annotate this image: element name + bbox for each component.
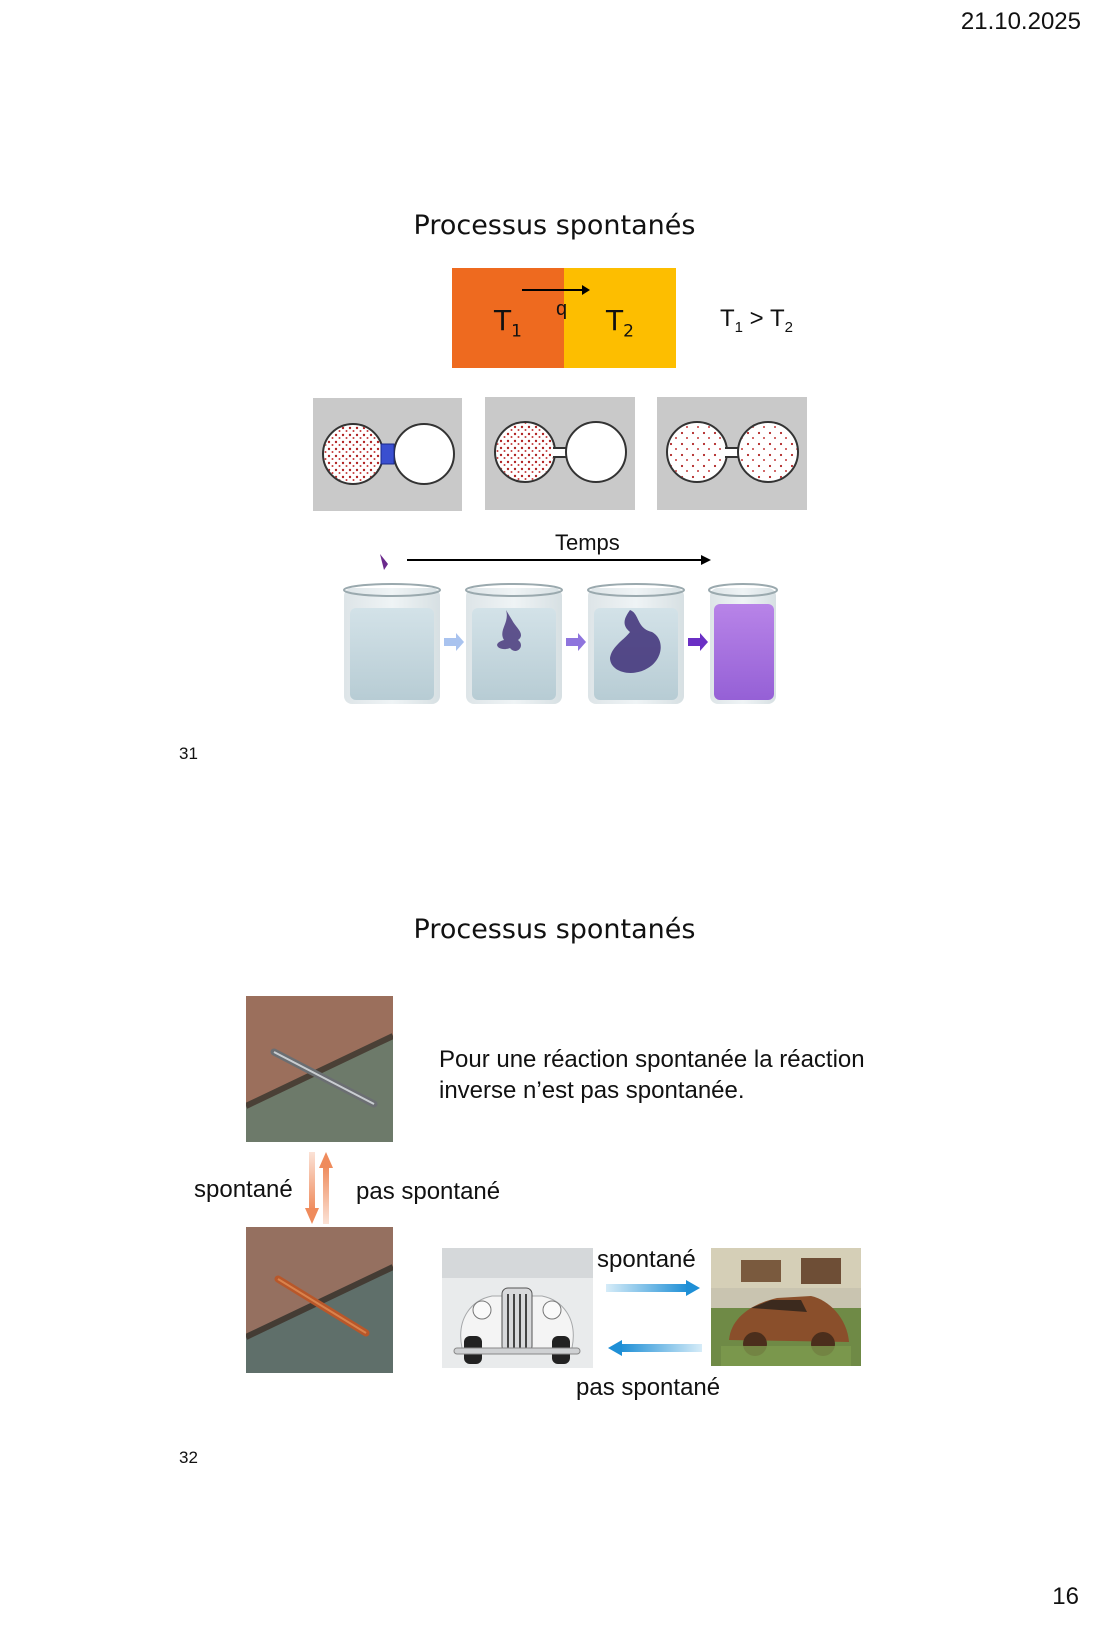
heat-transfer-diagram: T1 T2 q — [452, 268, 676, 368]
slide-32-title: Processus spontanés — [413, 914, 696, 945]
t2-label: T2 — [606, 304, 634, 342]
new-nail-photo — [246, 996, 393, 1142]
dye-diffusion-beakers — [343, 554, 778, 704]
nail-forward-label: spontané — [194, 1176, 293, 1203]
hot-block: T1 — [452, 268, 564, 368]
t1-label: T1 — [494, 304, 522, 342]
temperature-comparison: T1 > T2 — [720, 305, 793, 336]
nail-reaction-arrows — [305, 1152, 333, 1224]
heat-flow-arrow — [522, 285, 590, 295]
rusty-nail-photo — [246, 1227, 393, 1373]
page-date: 21.10.2025 — [960, 8, 1081, 35]
slide-31-number: 31 — [179, 744, 198, 763]
car-forward-label: spontané — [597, 1246, 696, 1273]
spontaneity-statement: Pour une réaction spontanée la réaction … — [439, 1046, 865, 1104]
nail-reverse-label: pas spontané — [356, 1178, 501, 1205]
page-number: 16 — [1052, 1583, 1079, 1610]
gas-panel-closed — [313, 398, 462, 511]
slide-31-title: Processus spontanés — [413, 210, 696, 241]
car-reverse-label: pas spontané — [576, 1374, 721, 1401]
time-arrow — [407, 555, 711, 565]
heat-q-label: q — [556, 298, 568, 320]
gas-panel-opening — [485, 397, 635, 510]
gas-panel-equilibrium — [657, 397, 807, 510]
rusted-car-photo — [711, 1248, 861, 1366]
slide-32-number: 32 — [179, 1448, 198, 1467]
cold-block: T2 — [564, 268, 676, 368]
car-forward-arrow — [606, 1280, 700, 1296]
time-label: Temps — [555, 530, 620, 555]
new-car-photo — [442, 1248, 593, 1368]
car-reverse-arrow — [608, 1340, 702, 1356]
